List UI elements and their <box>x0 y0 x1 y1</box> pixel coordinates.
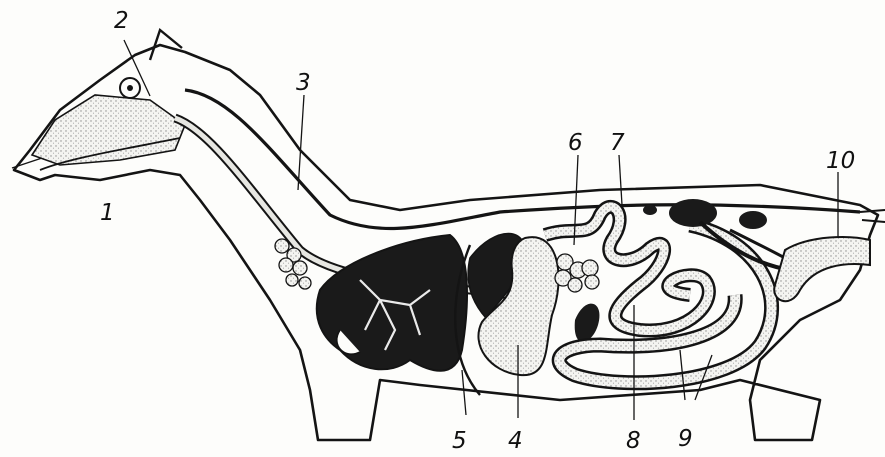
pointer-1 <box>12 158 42 168</box>
label-2: 2 <box>114 10 129 33</box>
gonad <box>643 205 657 215</box>
label-8: 8 <box>626 430 641 453</box>
ear <box>150 30 182 60</box>
rectum <box>774 237 870 301</box>
label-10: 10 <box>826 150 855 173</box>
eye-pupil <box>127 85 133 91</box>
pancreas <box>555 254 599 292</box>
kidney-small <box>739 211 767 229</box>
tail-tip <box>860 210 885 222</box>
label-5: 5 <box>452 430 467 453</box>
spinal-line <box>185 90 860 228</box>
label-6: 6 <box>568 132 583 155</box>
head-cavity <box>32 95 185 165</box>
spleen <box>575 304 600 342</box>
label-3: 3 <box>296 72 311 95</box>
label-9: 9 <box>678 428 693 451</box>
label-4: 4 <box>508 430 523 453</box>
label-1: 1 <box>100 202 115 225</box>
label-7: 7 <box>610 132 625 155</box>
kidney <box>669 199 717 227</box>
